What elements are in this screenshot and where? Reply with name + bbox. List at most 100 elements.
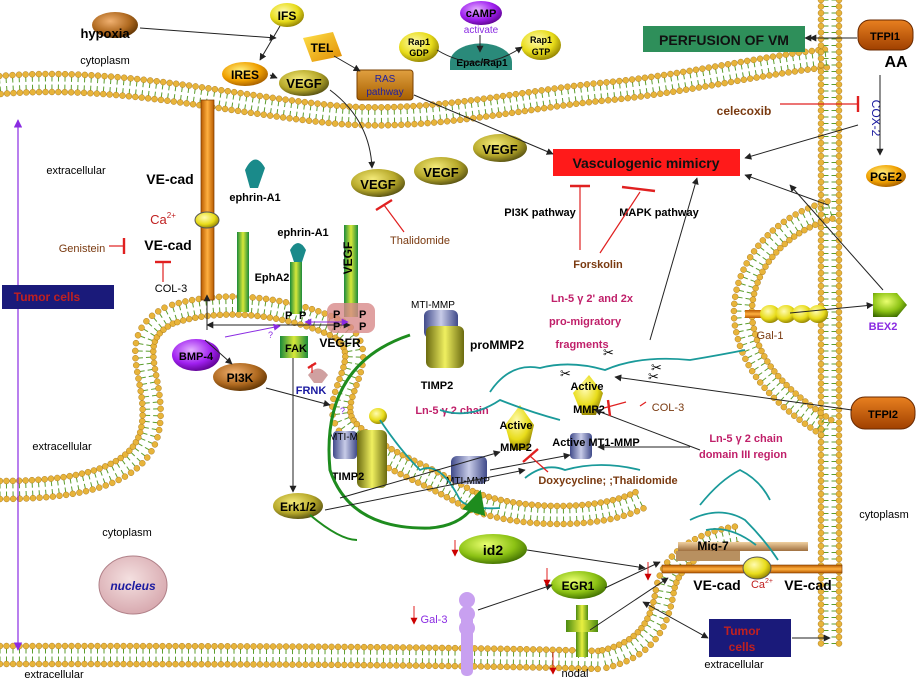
ln5-chain-label: Ln-5 γ 2 chain [415,405,489,417]
vasculogenic-mimicry-box [553,149,740,176]
region-cytoplasm-bottom: cytoplasm [102,527,152,539]
egr1-node [551,571,607,599]
hypoxia-label: hypoxia [80,26,130,41]
region-extracellular-bottom-right: extracellular [704,659,764,671]
genistein-label: Genistein [59,243,105,255]
nucleus-label: nucleus [110,579,156,593]
active-mmp2-right-line2: MMP2 [573,404,605,416]
vegf-c-node [473,134,527,162]
mti-mmp-mid-label: MTI-MMP [329,432,373,443]
activate-label: activate [464,25,499,36]
downregulation-arrows [410,540,652,675]
gal1-bead [808,305,828,323]
region-extracellular-left-mid: extracellular [32,441,92,453]
rap1-gdp-line2: GDP [409,48,429,58]
mti-mmp-mid-shape [333,431,357,459]
ras-pathway-box [356,69,414,101]
col3-left-label: COL-3 [155,283,187,295]
erk-label: Erk1/2 [280,500,316,514]
pi3k-pathway-label: PI3K pathway [504,207,576,219]
ephrin-a1-bound-shape [290,243,306,262]
ve-cad-left-label-2: VE-cad [144,237,191,253]
phospho-label: P [285,310,292,322]
calcium-binding-node [194,211,220,229]
camp-node [460,1,502,25]
frnk-shape [308,368,328,383]
ve-cad-right-label-2: VE-cad [784,577,831,593]
mti-mmp-top-label: MTI-MMP [411,300,455,311]
prommp2-shape [426,326,464,368]
vegf-b-label: VEGF [423,165,458,180]
rap1-gdp-line1: Rap1 [408,37,430,47]
timp2-mid-cap [369,408,387,424]
mig7-rod [678,542,808,551]
epac-rap1-shape [450,43,512,70]
pi3k-node [213,363,267,391]
tfpi1-node [857,19,914,51]
erk-node [273,493,323,519]
ln5-fragments-line3: fragments [555,339,608,351]
scissors-icon: ✂ [560,366,571,381]
question-mark: ? [268,330,273,340]
active-mmp2-right-shape [573,375,603,415]
hypoxia-node [92,12,138,38]
vegf-a-label: VEGF [360,177,395,192]
vegf-c-label: VEGF [482,142,517,157]
camp-label: cAMP [466,8,497,20]
timp2-top-label: TIMP2 [421,380,453,392]
question-mark: ? [340,406,345,416]
doxycycline-label: Doxycycline; ;Thalidomide [538,475,677,487]
phospho-label: P [333,321,340,333]
ve-cad-left-label: VE-cad [146,171,193,187]
frnk-label: FRNK [296,385,327,397]
vegf-receptor-label: VEGF [341,242,355,275]
calcium-right-node [742,556,772,580]
gal1-label: Gal-1 [757,330,784,342]
timp2-mid-shape [357,430,387,488]
calcium-right-label: Ca2+ [751,578,773,591]
ephrin-a1-shape [245,159,265,188]
tel-node [303,32,342,62]
region-cytoplasm-right: cytoplasm [859,509,909,521]
ln5-domain-line1: Ln-5 γ 2 chain [709,433,783,445]
phospho-label: P [333,309,340,321]
active-mt1-mmp-shape [570,433,592,459]
timp2-mid-label: TIMP2 [332,471,364,483]
perfusion-box [643,26,805,52]
ve-cad-right-label-1: VE-cad [693,577,740,593]
mig7-label: Mig-7 [697,539,729,553]
tumor-cells-bottom-line2: cells [729,640,756,654]
ln5-fragments-line1: Ln-5 γ 2' and 2x [551,293,634,305]
cox2-label: COX-2 [869,100,883,137]
tfpi2-label: TFPI2 [868,409,898,421]
id2-label: id2 [483,542,503,558]
pi3k-label: PI3K [227,371,254,385]
active-mmp2-mid-line1: Active [499,420,532,432]
region-cytoplasm-top: cytoplasm [80,55,130,67]
celecoxib-label: celecoxib [717,104,772,118]
egr1-label: EGR1 [562,579,595,593]
mt1-mmp-trafficking-path [327,333,486,530]
ln5-fragments-line2: pro-migratory [549,316,622,328]
laminin-fibers [379,349,779,561]
tumor-cells-left-label: Tumor cells [14,290,81,304]
bex2-node [873,293,907,317]
scissors-icon: ✂ [651,360,662,375]
fak-shape [280,336,308,358]
ve-cad-left-rod [200,99,215,301]
rap1-gdp-node [399,32,439,62]
col3-mid-label: COL-3 [652,402,684,414]
tfpi1-label: TFPI1 [870,31,900,43]
prommp2-label: proMMP2 [470,338,524,352]
ephrin-a1-label-2: ephrin-A1 [277,227,328,239]
ifs-node [270,3,304,27]
ifs-label: IFS [278,9,297,23]
ras-label-line1: RAS [375,74,396,85]
tfpi2-node [850,396,916,430]
rap1-gtp-line2: GTP [532,47,551,57]
nodal-label: nodal [562,668,589,680]
pge2-node [866,165,906,187]
vegf-b-node [414,157,468,185]
epac-rap1-label: Epac/Rap1 [456,58,508,69]
